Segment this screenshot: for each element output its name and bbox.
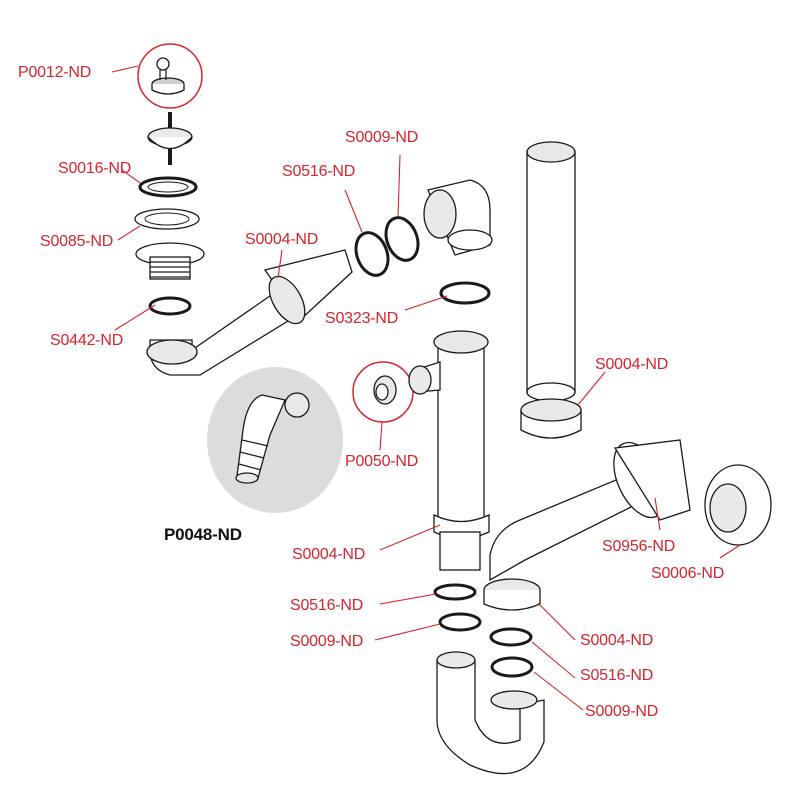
union-nut-right [520,398,582,439]
p0048-highlight-area [207,367,343,513]
washer-s0016 [138,176,198,198]
label-p0050: P0050-ND [345,453,419,470]
elbow-part-top [423,179,493,256]
stopper-plug-part [137,43,203,109]
label-s0004-low: S0004-ND [580,632,654,649]
overflow-pipe-part [146,249,353,376]
threaded-body-part [135,242,205,280]
seals-lower-right [489,627,534,678]
label-s0516-low: S0516-ND [580,667,654,684]
label-s0009-mid: S0009-ND [290,633,364,650]
label-s0956: S0956-ND [602,538,676,555]
label-s0004-mid: S0004-ND [292,546,366,563]
label-s0442: S0442-ND [50,332,124,349]
label-s0009-low: S0009-ND [585,703,659,720]
label-s0004-right: S0004-ND [595,356,669,373]
wall-drain-pipe [483,439,691,611]
seals-lower-left [433,583,482,632]
drain-grate-part [147,112,193,165]
u-bend-part [436,651,545,775]
hose-connector-p0048 [235,392,310,484]
label-s0516-top: S0516-ND [282,163,356,180]
washer-s0323 [439,281,491,305]
washer-s0442 [148,296,192,316]
label-s0323: S0323-ND [325,310,399,327]
bottle-trap-tee [408,330,490,571]
label-s0085: S0085-ND [40,233,114,250]
adapter-p0050 [352,361,414,423]
seals-top [354,216,420,277]
label-p0048: P0048-ND [164,525,242,544]
washer-s0085 [134,208,200,230]
label-p0012: P0012-ND [18,64,92,81]
rosette-s0006 [704,464,772,546]
label-s0516-mid: S0516-ND [290,597,364,614]
label-s0016: S0016-ND [58,160,132,177]
label-s0009-top: S0009-ND [345,129,419,146]
label-s0006: S0006-ND [651,565,725,582]
label-s0004-top: S0004-ND [245,231,319,248]
leader-lines [111,65,741,711]
vertical-tube-part [526,141,576,402]
